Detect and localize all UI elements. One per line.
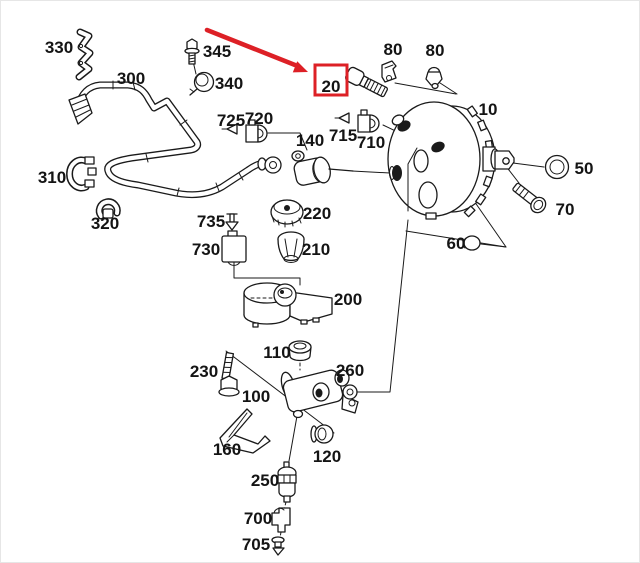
part-label-730: 730	[192, 240, 220, 259]
part-345-bolt	[184, 38, 200, 65]
part-label-700: 700	[244, 509, 272, 528]
part-label-715: 715	[329, 126, 357, 145]
part-720-sensor	[245, 119, 268, 143]
part-label-345: 345	[203, 42, 231, 61]
part-label-340: 340	[215, 74, 243, 93]
part-label-720: 720	[245, 109, 273, 128]
part-label-210: 210	[302, 240, 330, 259]
part-label-330: 330	[45, 38, 73, 57]
part-label-705: 705	[242, 535, 270, 554]
part-label-10: 10	[479, 100, 498, 119]
part-label-140: 140	[296, 131, 324, 150]
part-label-220: 220	[303, 204, 331, 223]
part-160-bracket	[219, 408, 271, 454]
part-80-bracket	[381, 60, 397, 83]
part-140-connector	[291, 150, 354, 186]
part-70-bolt	[512, 182, 547, 214]
part-300-vacuum-hose	[68, 80, 282, 199]
part-label-310: 310	[38, 168, 66, 187]
part-label-260: 260	[336, 361, 364, 380]
part-730-clip	[221, 230, 247, 266]
highlight-arrow	[204, 27, 308, 73]
part-10-brake-booster	[387, 101, 515, 220]
part-340-clamp	[189, 71, 215, 96]
part-715-cone	[334, 112, 350, 124]
part-label-60: 60	[447, 234, 466, 253]
part-80-nut	[425, 66, 443, 90]
part-330-bracket	[75, 28, 94, 81]
highlight-box	[313, 63, 349, 97]
part-60-cap	[462, 235, 481, 251]
part-label-710: 710	[357, 133, 385, 152]
part-label-200: 200	[334, 290, 362, 309]
part-label-70: 70	[556, 200, 575, 219]
part-100-master-cylinder	[280, 369, 359, 419]
part-label-80-left: 80	[384, 40, 403, 59]
part-label-20-highlighted: 20	[322, 77, 341, 96]
part-label-320: 320	[91, 214, 119, 233]
part-label-735: 735	[197, 212, 225, 231]
part-320-clip	[95, 198, 121, 220]
part-label-250: 250	[251, 471, 279, 490]
part-110-grommet	[288, 340, 312, 362]
part-label-110: 110	[263, 343, 290, 362]
part-710-sensor	[357, 109, 380, 133]
part-label-120: 120	[313, 447, 341, 466]
part-label-50: 50	[575, 159, 594, 178]
part-label-160: 160	[213, 440, 241, 459]
part-260-seal-ring	[342, 384, 358, 400]
part-label-725: 725	[217, 111, 245, 130]
part-labels: 330 300 345 340 20 80 80 10 725 720 715 …	[38, 38, 594, 554]
part-50-o-ring	[544, 154, 570, 180]
part-700-valve	[271, 507, 291, 533]
part-230-bolt	[218, 351, 240, 397]
part-725-cone	[221, 123, 238, 135]
part-label-80-right: 80	[426, 41, 445, 60]
part-label-300: 300	[117, 69, 145, 88]
part-210-strainer	[277, 231, 305, 263]
part-735-pin	[225, 213, 239, 231]
part-label-230: 230	[190, 362, 218, 381]
part-310-clip	[66, 156, 97, 192]
part-220-cap	[270, 199, 304, 228]
part-705-valve	[271, 536, 285, 556]
part-200-reservoir	[243, 282, 333, 328]
part-250-sensor	[277, 461, 297, 503]
part-120-grommet	[310, 424, 334, 444]
part-label-100: 100	[242, 387, 270, 406]
